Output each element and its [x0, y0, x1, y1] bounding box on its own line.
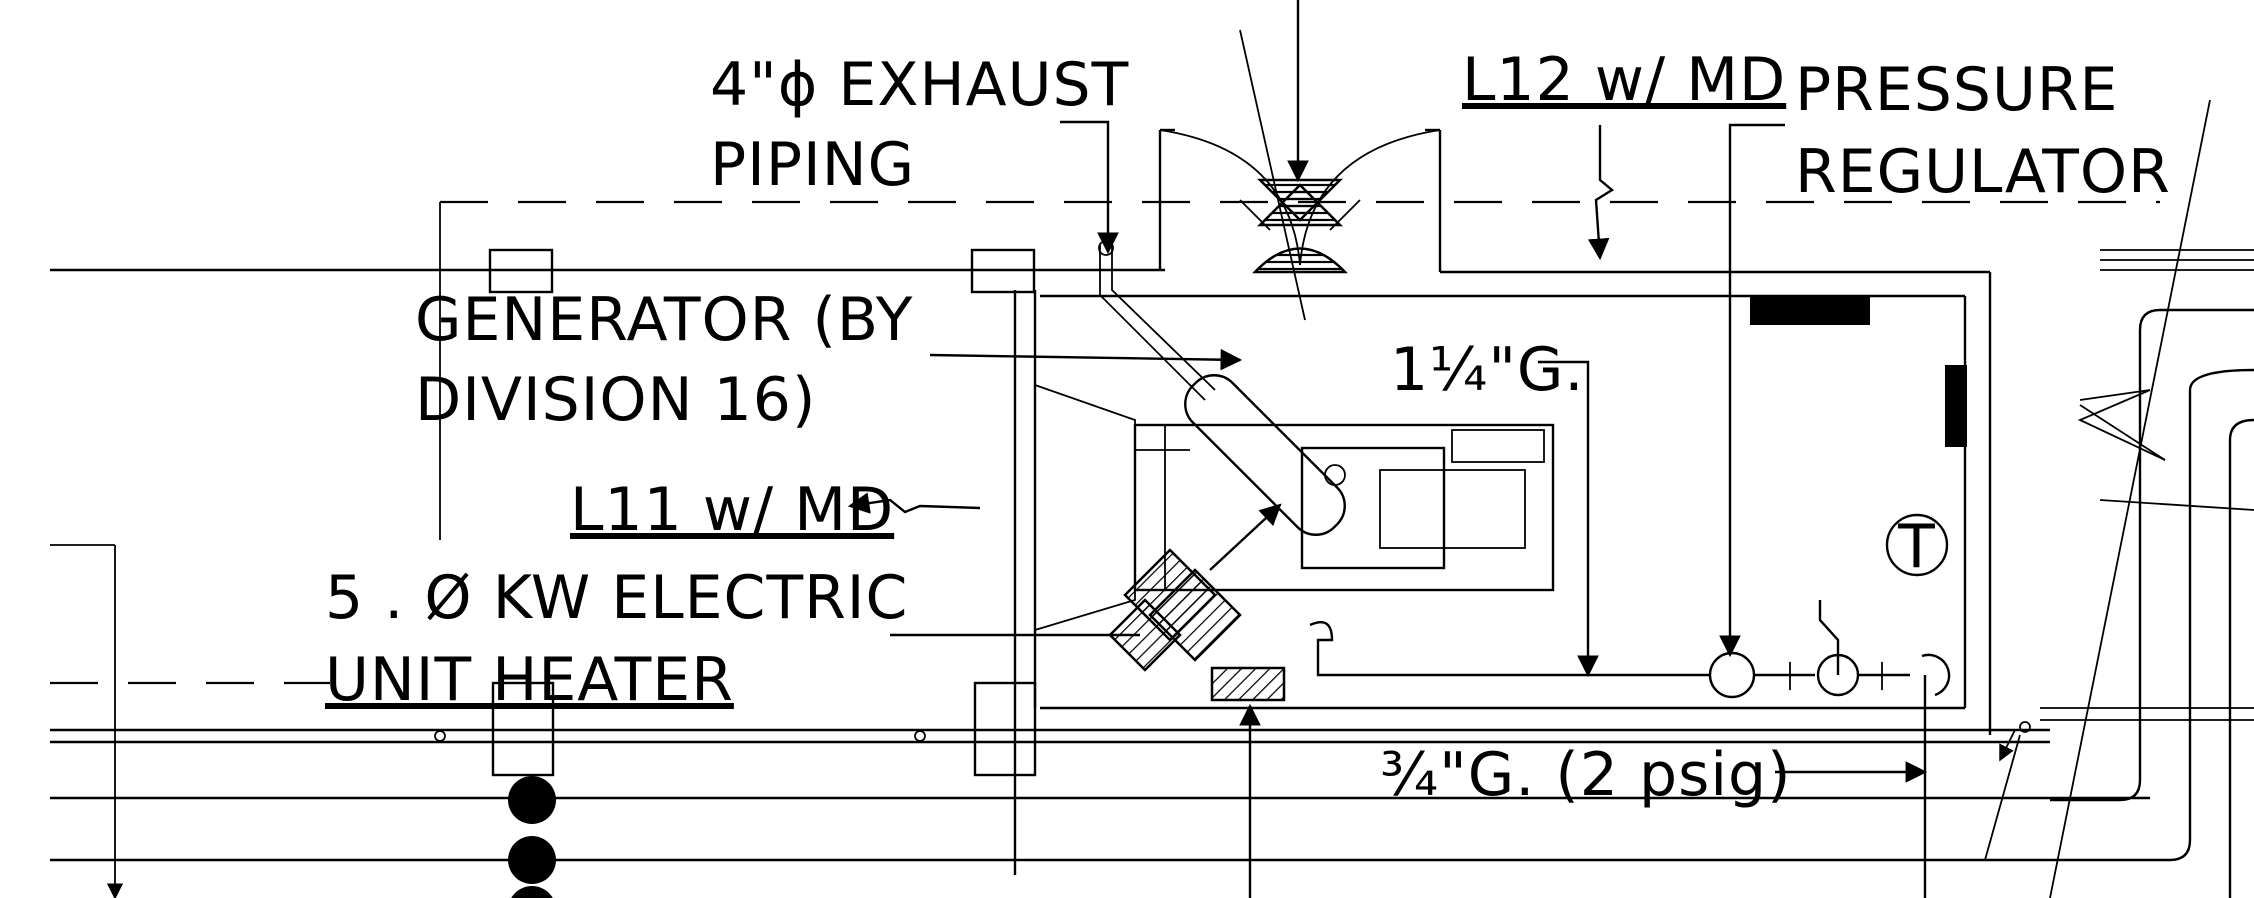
generator-label-line2: DIVISION 16) [415, 365, 816, 435]
unit-heater [1108, 503, 1282, 672]
wall-lines [50, 130, 2150, 862]
regulator-label-line2: REGULATOR [1795, 137, 2171, 207]
electrical-panel [1750, 295, 1870, 325]
wall-panel [1945, 365, 1967, 447]
hatched-block [1210, 666, 1286, 702]
heater-label-line2: UNIT HEATER [325, 645, 734, 715]
exhaust-label-line1: 4"ϕ EXHAUST [710, 50, 1129, 120]
generator-label-line1: GENERATOR (BY [415, 285, 913, 355]
right-piping [1984, 99, 2254, 898]
thermostat-label: T [1897, 512, 1936, 582]
exhaust-label-line2: PIPING [710, 130, 915, 200]
leader-lines [50, 120, 1928, 898]
double-door [1159, 128, 1441, 266]
heater-label-line1: 5 . Ø KW ELECTRIC [325, 563, 908, 633]
l12-label: L12 w/ MD [1462, 45, 1786, 115]
conduit-dots [508, 776, 556, 898]
wall-louver [1239, 0, 1361, 321]
regulator-label-line1: PRESSURE [1795, 55, 2118, 125]
exhaust-piping [1098, 240, 1346, 536]
thermostat-symbol: T [1885, 512, 1949, 582]
gas-main-label: 1¼"G. [1390, 335, 1585, 405]
gas-piping [1309, 600, 1951, 898]
l11-label: L11 w/ MD [570, 475, 894, 545]
generator-unit [1034, 384, 1555, 631]
gas-branch-label: ¾"G. (2 psig) [1380, 740, 1792, 810]
